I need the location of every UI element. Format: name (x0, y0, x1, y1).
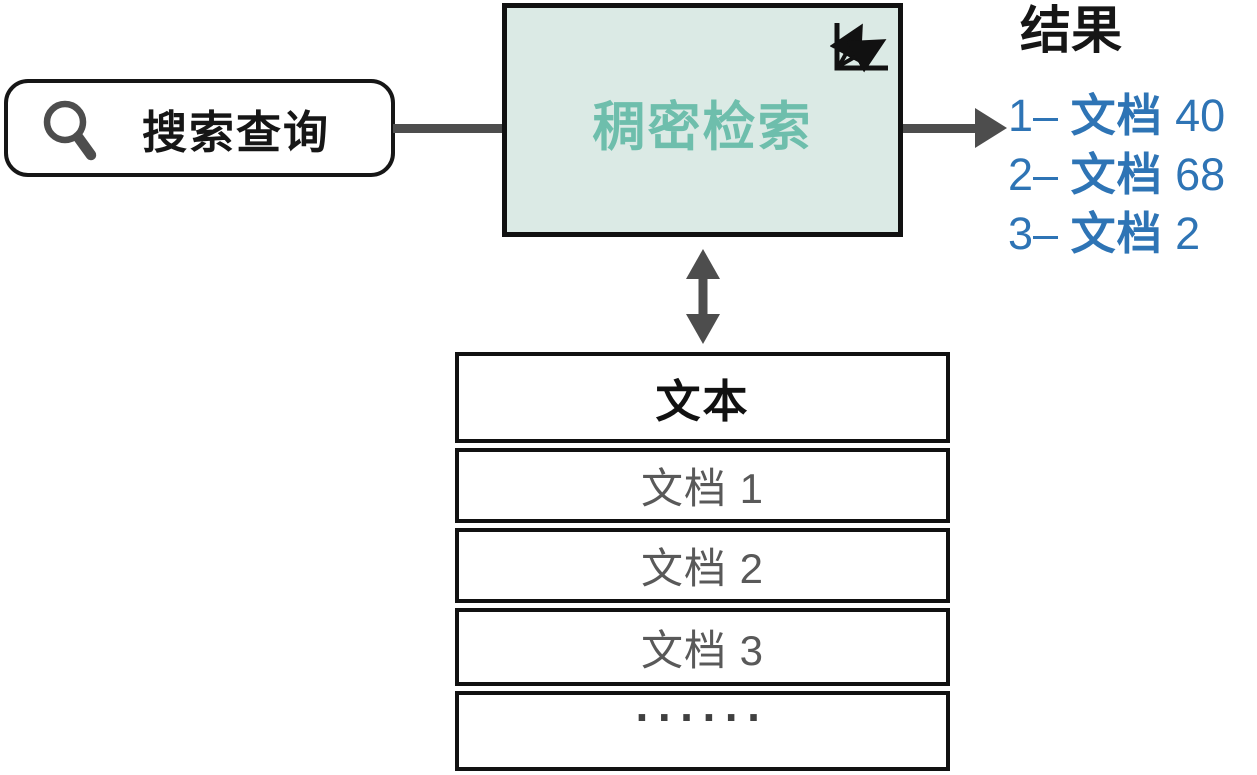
retriever-corpus-double-arrow-icon (686, 249, 720, 344)
ellipsis-dots: ······ (635, 691, 770, 743)
search-query-box: 搜索查询 (4, 79, 395, 177)
corpus-row-doc3: 文档 3 (455, 608, 950, 686)
retriever-to-results-arrow (903, 124, 977, 133)
corpus-row-ellipsis: ······ (455, 691, 950, 771)
corpus-header: 文本 (455, 352, 950, 443)
result-doc-id: 2 (1175, 208, 1201, 259)
result-rank: 3– (1008, 208, 1059, 259)
result-item-1: 1– 文档 40 (1008, 86, 1257, 145)
result-doc-id: 40 (1175, 90, 1226, 141)
result-doc-label: 文档 (1070, 149, 1163, 200)
dense-retriever-label: 稠密检索 (592, 98, 813, 157)
result-rank: 1– (1008, 90, 1059, 141)
corpus-row-doc1: 文档 1 (455, 448, 950, 523)
retriever-to-results-arrowhead (975, 108, 1007, 148)
result-item-2: 2– 文档 68 (1008, 145, 1257, 204)
result-doc-label: 文档 (1070, 208, 1163, 259)
query-to-retriever-line (393, 124, 503, 133)
search-query-label: 搜索查询 (141, 106, 330, 158)
result-rank: 2– (1008, 149, 1059, 200)
corpus-table: 文本 文档 1 文档 2 文档 3 ······ (455, 352, 950, 771)
results-title: 结果 (1020, 2, 1123, 59)
result-doc-label: 文档 (1070, 90, 1163, 141)
vector-space-icon (830, 23, 888, 73)
result-doc-id: 68 (1175, 149, 1226, 200)
results-panel: 结果 1– 文档 40 2– 文档 68 3– 文档 2 (1008, 0, 1257, 263)
result-item-3: 3– 文档 2 (1008, 204, 1257, 263)
corpus-row-doc2: 文档 2 (455, 528, 950, 603)
magnifier-icon (43, 100, 97, 161)
dense-retriever-box: 稠密检索 (502, 3, 903, 237)
results-list: 1– 文档 40 2– 文档 68 3– 文档 2 (1008, 86, 1257, 263)
